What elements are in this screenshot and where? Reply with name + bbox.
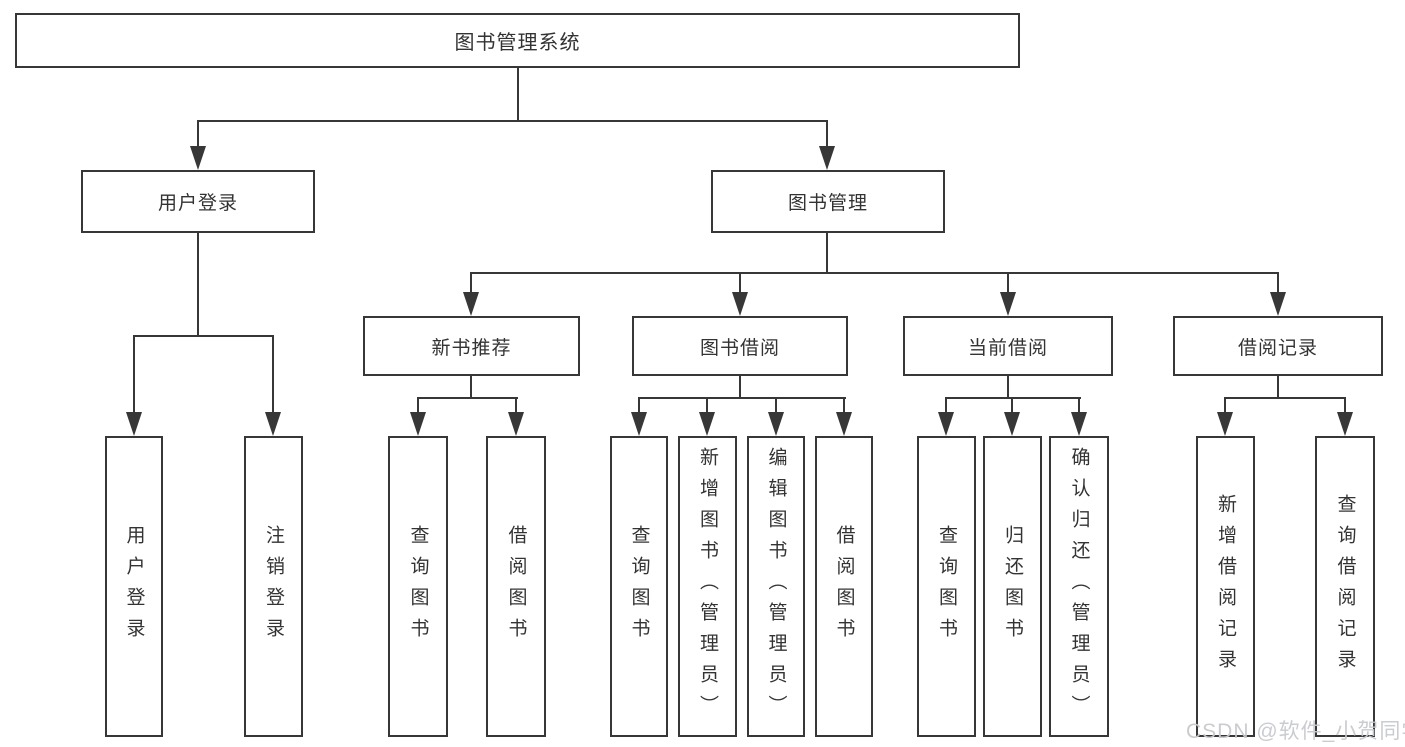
leaf-logout-login: 注销登录 <box>244 436 303 737</box>
connector-line <box>826 233 828 274</box>
leaf-label: 查询借阅记录 <box>1334 493 1356 680</box>
connector-line <box>945 397 947 414</box>
connector-line <box>638 397 640 414</box>
connector-line <box>470 272 472 294</box>
arrowhead-down <box>1000 292 1016 316</box>
node-label: 图书借阅 <box>699 337 780 359</box>
connector-line <box>1224 397 1346 399</box>
connector-line <box>945 397 1081 399</box>
node-book-management: 图书管理 <box>711 170 945 233</box>
arrowhead-down <box>768 412 784 436</box>
connector-line <box>1078 397 1080 414</box>
connector-line <box>1277 272 1279 294</box>
arrowhead-down <box>631 412 647 436</box>
connector-line <box>133 335 135 414</box>
node-label: 新书推荐 <box>431 337 512 359</box>
arrowhead-down <box>126 412 142 436</box>
leaf-user-login: 用户登录 <box>105 436 163 737</box>
leaf-label: 新增图书（管理员） <box>697 447 718 726</box>
arrowhead-down <box>265 412 281 436</box>
node-book-borrow: 图书借阅 <box>632 316 848 376</box>
csdn-watermark: CSDN @软件_小贺同学 <box>1186 720 1405 743</box>
leaf-label: 借阅图书 <box>833 524 855 649</box>
connector-line <box>638 397 846 399</box>
connector-line <box>739 376 741 399</box>
node-new-book-recommend: 新书推荐 <box>363 316 580 376</box>
arrowhead-down <box>1004 412 1020 436</box>
arrowhead-down <box>938 412 954 436</box>
node-label: 图书管理系统 <box>454 32 581 54</box>
connector-line <box>1277 376 1279 399</box>
node-borrow-record: 借阅记录 <box>1173 316 1383 376</box>
connector-line <box>272 335 274 414</box>
node-label: 用户登录 <box>157 193 238 214</box>
arrowhead-down <box>508 412 524 436</box>
leaf-query-book-recommend: 查询图书 <box>388 436 448 737</box>
connector-line <box>1224 397 1226 414</box>
node-user-login: 用户登录 <box>81 170 315 233</box>
connector-line <box>197 120 199 148</box>
node-label: 当前借阅 <box>967 337 1048 359</box>
arrowhead-down <box>819 146 835 170</box>
leaf-label: 查询图书 <box>628 524 650 649</box>
arrowhead-down <box>1270 292 1286 316</box>
arrowhead-down <box>1337 412 1353 436</box>
node-label: 借阅记录 <box>1237 337 1318 359</box>
leaf-add-book-admin: 新增图书（管理员） <box>678 436 737 737</box>
connector-line <box>515 397 517 414</box>
leaf-confirm-return-admin: 确认归还（管理员） <box>1049 436 1109 737</box>
leaf-label: 新增借阅记录 <box>1215 493 1236 680</box>
leaf-label: 注销登录 <box>263 524 284 649</box>
arrowhead-down <box>836 412 852 436</box>
connector-line <box>133 335 274 337</box>
leaf-borrow-book: 借阅图书 <box>815 436 873 737</box>
connector-line <box>1007 376 1009 399</box>
leaf-edit-book-admin: 编辑图书（管理员） <box>747 436 805 737</box>
connector-line <box>1011 397 1013 414</box>
connector-line <box>470 272 1279 274</box>
connector-line <box>197 233 199 337</box>
connector-line <box>843 397 845 414</box>
connector-line <box>417 397 419 414</box>
connector-line <box>470 376 472 399</box>
leaf-label: 用户登录 <box>123 524 145 649</box>
arrowhead-down <box>463 292 479 316</box>
leaf-query-book-current: 查询图书 <box>917 436 976 737</box>
connector-line <box>706 397 708 414</box>
arrowhead-down <box>1071 412 1087 436</box>
connector-line <box>517 68 519 122</box>
leaf-label: 编辑图书（管理员） <box>765 447 787 726</box>
connector-line <box>197 120 828 122</box>
connector-line <box>826 120 828 148</box>
arrowhead-down <box>410 412 426 436</box>
arrowhead-down <box>699 412 715 436</box>
connector-line <box>1007 272 1009 294</box>
arrowhead-down <box>1217 412 1233 436</box>
connector-line <box>417 397 518 399</box>
connector-line <box>739 272 741 294</box>
arrowhead-down <box>190 146 206 170</box>
leaf-query-borrow-record: 查询借阅记录 <box>1315 436 1375 737</box>
connector-line <box>775 397 777 414</box>
leaf-label: 借阅图书 <box>505 524 527 649</box>
arrowhead-down <box>732 292 748 316</box>
leaf-borrow-book-recommend: 借阅图书 <box>486 436 546 737</box>
leaf-label: 查询图书 <box>407 524 429 649</box>
node-current-borrow: 当前借阅 <box>903 316 1113 376</box>
leaf-label: 确认归还（管理员） <box>1068 447 1090 726</box>
leaf-return-book: 归还图书 <box>983 436 1042 737</box>
connector-line <box>1344 397 1346 414</box>
node-root-library-system: 图书管理系统 <box>15 13 1020 68</box>
leaf-query-book-borrow: 查询图书 <box>610 436 668 737</box>
leaf-add-borrow-record: 新增借阅记录 <box>1196 436 1255 737</box>
leaf-label: 查询图书 <box>936 524 957 649</box>
node-label: 图书管理 <box>787 193 868 214</box>
leaf-label: 归还图书 <box>1002 524 1023 649</box>
